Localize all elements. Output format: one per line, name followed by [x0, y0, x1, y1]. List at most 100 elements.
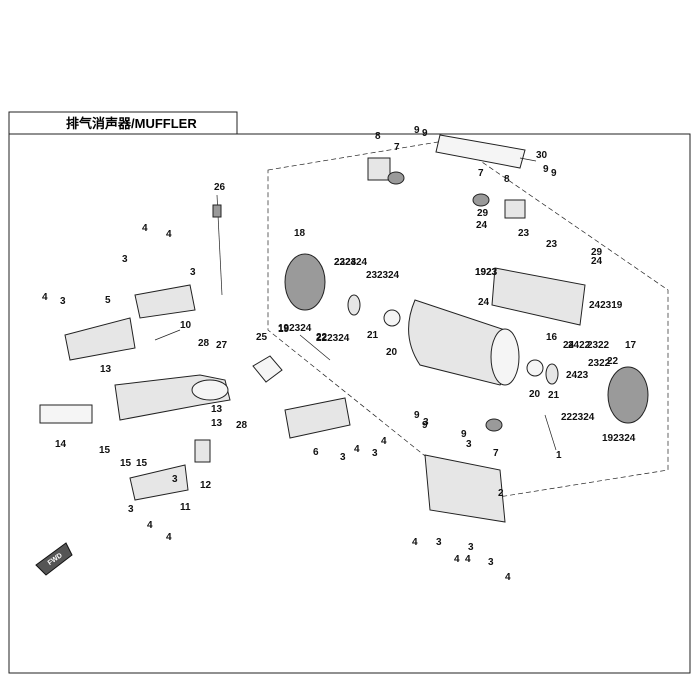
- callout-label: 3: [60, 296, 66, 307]
- callout-label: 9: [551, 168, 557, 179]
- callout-label: 11: [180, 502, 191, 513]
- callout-label: 8: [375, 131, 381, 142]
- callout-label: 3: [128, 504, 134, 515]
- callout-label: 4: [412, 537, 418, 548]
- callout-label: 21: [367, 330, 379, 341]
- callout-label: 3: [466, 439, 472, 450]
- callout-label: 22: [334, 257, 346, 268]
- callout-label: 3: [488, 557, 494, 568]
- callout-label: 192324: [278, 323, 312, 334]
- callout-label: 4: [166, 532, 172, 543]
- callout-label: 1923: [475, 267, 498, 278]
- callout-label: 23: [587, 340, 599, 351]
- callout-label: 192324: [602, 433, 636, 444]
- callout-label: 15: [136, 458, 148, 469]
- callout-label: 9: [422, 128, 428, 139]
- callout-label: 2423: [566, 370, 589, 381]
- callout-label: 3: [372, 448, 378, 459]
- callout-label: 21: [548, 390, 560, 401]
- callout-label: 3: [340, 452, 346, 463]
- callout-label: 3: [122, 254, 128, 265]
- diagram-title: 排气消声器/MUFFLER: [66, 116, 197, 131]
- callout-label: 29: [477, 208, 489, 219]
- callout-label: 19: [475, 267, 487, 278]
- callout-label: 3: [423, 417, 429, 428]
- callout-label: 20: [386, 347, 398, 358]
- callout-label: 23: [486, 267, 498, 278]
- callout-label: 9: [414, 125, 420, 136]
- callout-label: 4: [381, 436, 387, 447]
- heat-shield-top: [435, 134, 526, 169]
- callout-label: 222324: [561, 412, 595, 423]
- heat-shield-11: [129, 464, 189, 501]
- callout-label: 23: [546, 239, 558, 250]
- callout-label: 4: [454, 554, 460, 565]
- callout-label: 20: [529, 389, 541, 400]
- callout-label: 27: [216, 340, 228, 351]
- spark-arrestor-right: [545, 363, 559, 385]
- callout-label: 15: [120, 458, 132, 469]
- callout-label: 19: [278, 324, 290, 335]
- callout-label: 25: [256, 332, 268, 343]
- callout-label: 5: [105, 295, 111, 306]
- callout-label: 24: [478, 297, 490, 308]
- callout-label: 3: [190, 267, 196, 278]
- callout-label: 24: [476, 220, 488, 231]
- rubber-mount-7a: [387, 171, 405, 185]
- callout-label: 24: [591, 256, 603, 267]
- callout-label: 1: [556, 450, 562, 461]
- callout-label: 242319: [589, 300, 623, 311]
- callout-label: 6: [313, 447, 319, 458]
- callout-label: 12: [200, 480, 212, 491]
- callout-label: 2: [498, 488, 504, 499]
- end-cap-right: [607, 366, 649, 424]
- end-cap-left: [284, 253, 326, 311]
- callout-label: 15: [99, 445, 111, 456]
- callout-label: 28: [198, 338, 210, 349]
- callout-label: 14: [55, 439, 67, 450]
- catalytic-converter: [191, 379, 229, 401]
- callout-label: 4: [505, 572, 511, 583]
- callout-label: 29: [591, 247, 603, 258]
- manifold-gasket: [39, 404, 93, 424]
- callout-label: 23: [518, 228, 530, 239]
- rubber-mount-7c: [485, 418, 503, 432]
- callout-label: 22: [598, 340, 610, 351]
- callout-label: 7: [493, 448, 499, 459]
- muffler-end-plate: [490, 328, 520, 386]
- pipe-gasket-25: [252, 355, 283, 383]
- callout-label: 17: [625, 340, 637, 351]
- bracket-upper-right: [504, 199, 526, 219]
- callout-label: 10: [180, 320, 192, 331]
- callout-label: 4: [465, 554, 471, 565]
- rubber-mount-7b: [472, 193, 490, 207]
- callout-label: 9: [461, 429, 467, 440]
- callout-label: 23: [377, 270, 389, 281]
- callout-label: 2422: [568, 340, 591, 351]
- callout-label: 22: [607, 356, 619, 367]
- callout-label: 9: [422, 420, 428, 431]
- callout-label: 3: [436, 537, 442, 548]
- callout-label: 7: [478, 168, 484, 179]
- callout-label: 23: [366, 270, 378, 281]
- o2-sensor: [212, 204, 222, 218]
- callout-label: 4: [147, 520, 153, 531]
- heat-shield-lower: [424, 454, 506, 523]
- callout-label: 4: [354, 444, 360, 455]
- callout-label: 13: [100, 364, 112, 375]
- bracket-12: [194, 439, 211, 463]
- gasket-left: [383, 309, 401, 327]
- callout-label: 3: [468, 542, 474, 553]
- callout-label: 2322: [588, 358, 611, 369]
- diagram-frame: [8, 133, 691, 674]
- callout-label: 2324: [334, 257, 357, 268]
- callout-label: 222324: [316, 333, 350, 344]
- bracket-upper-left: [367, 157, 391, 181]
- callout-label: 30: [536, 150, 548, 161]
- callout-label: 8: [504, 174, 510, 185]
- callout-label: 3: [172, 474, 178, 485]
- callout-label: 13: [211, 404, 223, 415]
- callout-label: 24: [388, 270, 400, 281]
- callout-label: 13: [211, 418, 223, 429]
